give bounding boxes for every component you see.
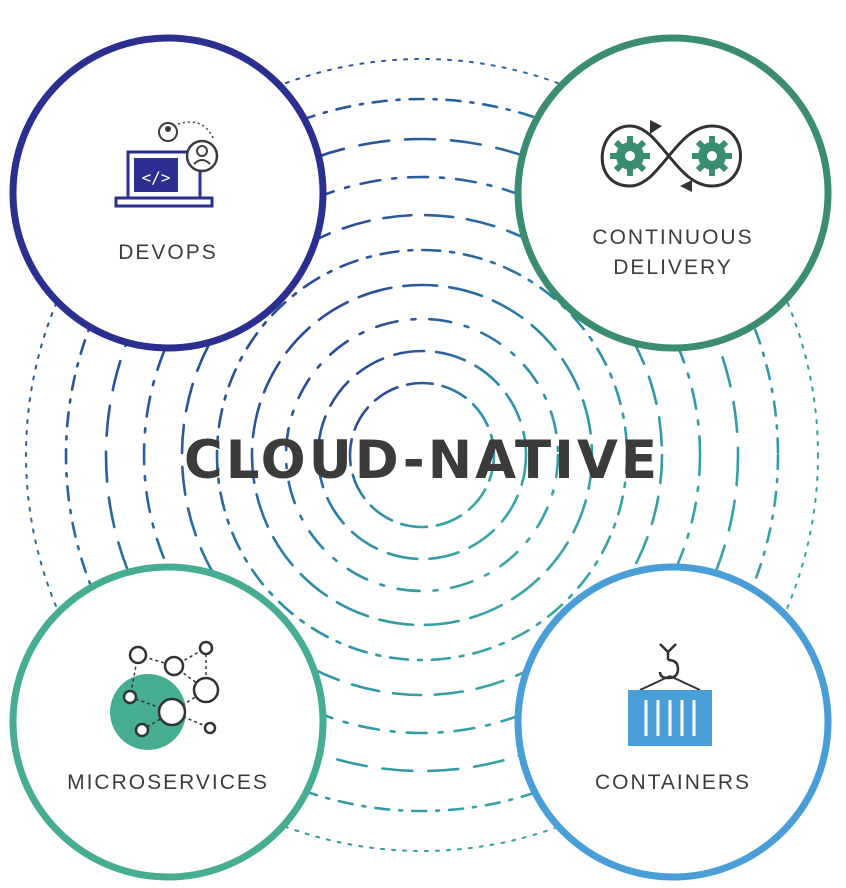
devops-node: </> DEVOPS bbox=[9, 34, 327, 352]
crane-container-icon bbox=[628, 643, 712, 746]
continuous-delivery-node: CONTINUOUS DELIVERY bbox=[514, 34, 832, 352]
dashed-ring bbox=[316, 349, 528, 561]
dashed-ring bbox=[180, 213, 664, 697]
dashed-ring bbox=[215, 248, 629, 662]
laptop-code-users-icon: </> bbox=[114, 121, 219, 208]
dashed-ring bbox=[348, 381, 496, 529]
continuous-delivery-label-line1: CONTINUOUS bbox=[592, 226, 753, 249]
dashed-ring bbox=[250, 283, 594, 627]
network-nodes-icon bbox=[110, 640, 220, 750]
dashed-ring bbox=[142, 175, 702, 735]
devops-circle bbox=[9, 34, 327, 352]
containers-label: CONTAINERS bbox=[595, 771, 751, 794]
dashed-ring bbox=[284, 317, 560, 593]
svg-text:</>: </> bbox=[142, 168, 171, 187]
concentric-rings bbox=[25, 58, 819, 852]
dashed-ring bbox=[64, 97, 780, 813]
containers-node: CONTAINERS bbox=[514, 563, 832, 881]
microservices-node: MICROSERVICES bbox=[9, 563, 327, 881]
gears-infinity-icon bbox=[600, 120, 742, 192]
center-title: CLOUD-NATIVE bbox=[184, 430, 660, 491]
dashed-ring bbox=[25, 58, 819, 852]
devops-label: DEVOPS bbox=[118, 241, 218, 264]
continuous-delivery-circle bbox=[514, 34, 832, 352]
microservices-label: MICROSERVICES bbox=[67, 771, 269, 794]
continuous-delivery-label-line2: DELIVERY bbox=[613, 256, 733, 279]
dashed-ring bbox=[104, 137, 740, 773]
